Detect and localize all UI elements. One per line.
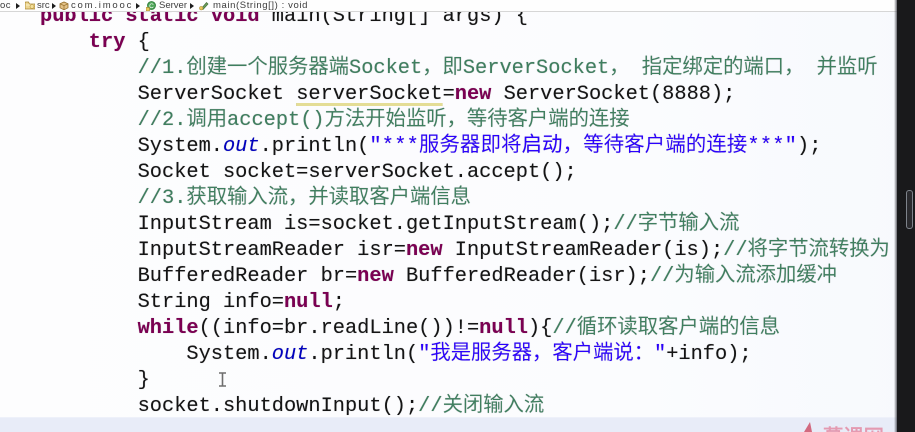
svg-text:C: C: [149, 3, 154, 10]
